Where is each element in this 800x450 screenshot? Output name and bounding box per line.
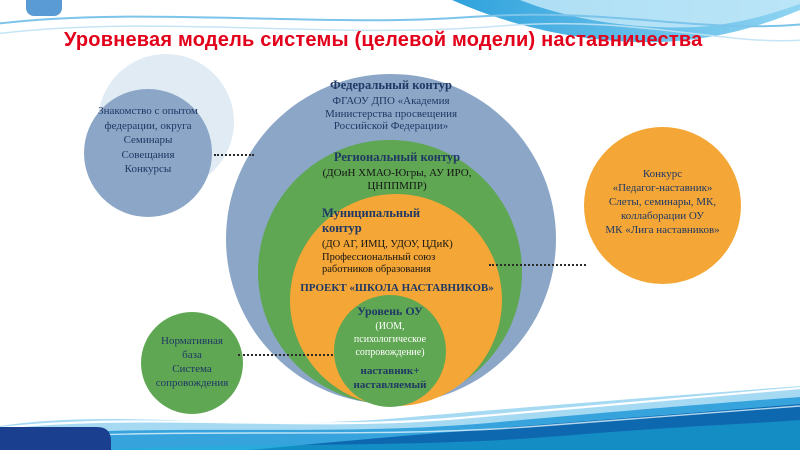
top-left-tab xyxy=(26,0,62,16)
bottom-left-navy-block xyxy=(0,427,111,450)
federal-ring-lines: ФГАОУ ДПО «Академия Министерства просвещ… xyxy=(324,95,458,132)
municipal-ring-label: Муниципальный контур (ДО АГ, ИМЦ, УДОУ, … xyxy=(322,206,507,277)
federal-ring-label: Федеральный контур ФГАОУ ДПО «Академия М… xyxy=(281,78,501,133)
ou-ring-title: Уровень ОУ xyxy=(357,304,423,318)
regional-ring-title: Региональный контур xyxy=(333,150,461,164)
municipal-ring-lines: (ДО АГ, ИМЦ, УДОУ, ЦДиК) Профессиональны… xyxy=(322,239,453,275)
ou-ring-sublines: (ИОМ, психологическое сопровождение) xyxy=(353,321,427,358)
top-right-wave-highlight xyxy=(520,0,800,28)
regional-activities-circle xyxy=(584,127,741,284)
regional-activities-text: Конкурс «Педагог-наставник» Слеты, семин… xyxy=(605,168,720,236)
bottom-white-line-2 xyxy=(0,405,800,441)
project-school-of-mentors-label: ПРОЕКТ «ШКОЛА НАСТАВНИКОВ» xyxy=(300,282,494,294)
connector-ou-left xyxy=(238,354,333,356)
connector-regional-right xyxy=(489,264,586,266)
slide-title: Уровневая модель системы (целевой модели… xyxy=(64,29,703,51)
normative-base-text: Нормативная база Система сопровождения xyxy=(155,335,229,389)
regional-ring-lines: (ДОиН ХМАО-Югры, АУ ИРО, ЦНППМПР) xyxy=(322,167,472,192)
bottom-wave-teal xyxy=(0,420,800,450)
municipal-ring-title: Муниципальный контур xyxy=(322,206,421,235)
connector-federal-left xyxy=(214,154,254,156)
bottom-wave-dark xyxy=(250,404,800,450)
ou-ring-label: Уровень ОУ (ИОМ, психологическое сопрово… xyxy=(334,304,446,392)
federal-activities-circle xyxy=(84,89,212,217)
federal-activities-text: Знакомство с опытом федерации, округа Се… xyxy=(98,105,198,175)
top-curve-line xyxy=(0,13,800,28)
regional-ring-label: Региональный контур (ДОиН ХМАО-Югры, АУ … xyxy=(287,150,507,192)
ou-ring-mentor-lines: наставник+ наставляемый xyxy=(353,365,427,391)
federal-ring-title: Федеральный контур xyxy=(330,78,452,92)
